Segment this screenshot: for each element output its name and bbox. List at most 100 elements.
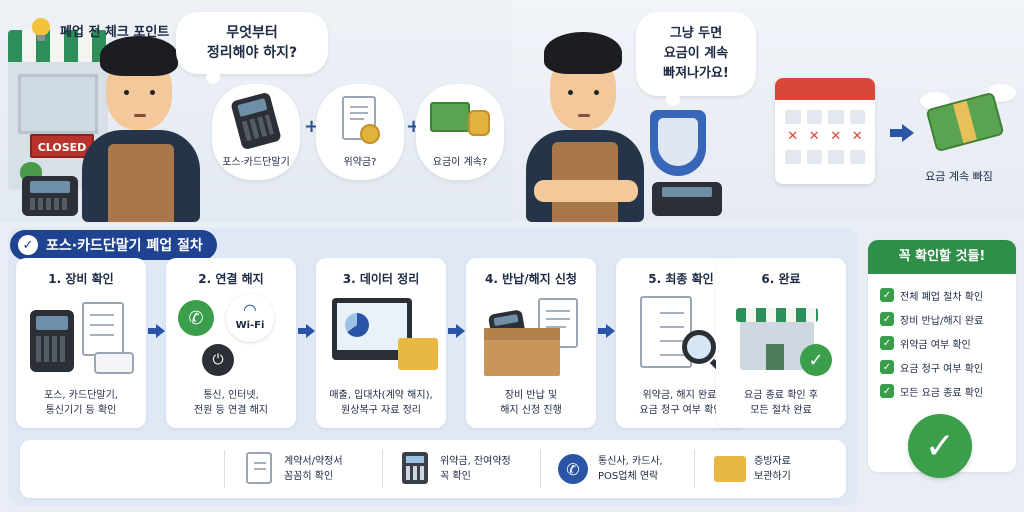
divider bbox=[540, 450, 541, 488]
arrow-right-icon bbox=[890, 124, 914, 142]
calendar-x-mark: ✕ bbox=[851, 129, 863, 144]
folder-icon bbox=[714, 452, 746, 486]
crossed-arms bbox=[534, 180, 638, 202]
store-window bbox=[18, 74, 98, 134]
calendar-icon: ✕ ✕ ✕ ✕ bbox=[775, 78, 875, 184]
divider bbox=[224, 450, 225, 488]
checklist-icon bbox=[82, 302, 124, 356]
item-card-fee: 요금이 계속? bbox=[416, 84, 504, 180]
thought-line-1: 무엇부터 bbox=[226, 25, 278, 41]
must-check-title: 꼭 확인할 것들! bbox=[868, 240, 1016, 274]
card-terminal-icon bbox=[652, 182, 722, 216]
step-title: 5. 최종 확인 bbox=[648, 272, 714, 286]
calendar-x-mark: ✕ bbox=[787, 129, 799, 144]
must-check-list: ✓전체 폐업 절차 확인 ✓장비 반납/해지 완료 ✓위약금 여부 확인 ✓요금… bbox=[880, 284, 1014, 404]
arrow-right-icon bbox=[298, 324, 315, 338]
arrow-right-icon bbox=[598, 324, 615, 338]
store-awning bbox=[8, 30, 108, 62]
calculator-icon bbox=[400, 452, 430, 486]
worried-owner-illustration bbox=[82, 34, 202, 222]
scene-worried-owner: CLOSED 무엇부터 정리해야 하지? 포스·카드단말기 + 위약금? bbox=[0, 0, 512, 222]
coin-stack-icon bbox=[468, 110, 490, 136]
arrow-right-icon bbox=[448, 324, 465, 338]
item-card-penalty: 위약금? bbox=[316, 84, 404, 180]
pos-terminal-icon bbox=[30, 310, 74, 372]
thought-bubble-warning: 그냥 두면 요금이 계속 빠져나가요! bbox=[636, 12, 756, 106]
step-title: 6. 완료 bbox=[761, 272, 801, 286]
step-title: 4. 반납/해지 신청 bbox=[485, 272, 577, 286]
step-card-disconnect: 2. 연결 해지 ✆ ◠ Wi-Fi ⏻ 통신, 인터넷, 전원 등 연결 해지 bbox=[166, 258, 296, 428]
checkbox-checked-icon: ✓ bbox=[880, 288, 894, 302]
step-desc: 포스, 카드단말기, 통신기기 등 확인 bbox=[44, 390, 118, 416]
frowning-owner-illustration bbox=[526, 30, 646, 222]
coin-icon bbox=[360, 124, 380, 144]
return-box-icon bbox=[484, 328, 560, 376]
document-icon bbox=[342, 96, 376, 140]
procedure-title-banner: ✓ 포스·카드단말기 폐업 절차 bbox=[10, 230, 217, 260]
fee-drain-caption: 요금 계속 빠짐 bbox=[925, 170, 993, 183]
item-label: 요금이 계속? bbox=[432, 157, 488, 168]
must-check-item: ✓장비 반납/해지 완료 bbox=[880, 308, 1014, 330]
magnifier-icon bbox=[682, 330, 716, 364]
step-title: 3. 데이터 정리 bbox=[342, 272, 420, 286]
thought-line-2: 정리해야 하지? bbox=[206, 45, 298, 61]
item-card-pos-terminal: 포스·카드단말기 bbox=[212, 84, 300, 180]
phone-icon: ✆ bbox=[558, 452, 588, 486]
procedure-title: 포스·카드단말기 폐업 절차 bbox=[46, 238, 203, 254]
must-check-item: ✓요금 청구 여부 확인 bbox=[880, 356, 1014, 378]
must-check-item: ✓위약금 여부 확인 bbox=[880, 332, 1014, 354]
step-card-data-cleanup: 3. 데이터 정리 매출, 입대차(계약 해지), 원상복구 자료 정리 bbox=[316, 258, 446, 428]
big-check-circle-icon: ✓ bbox=[908, 414, 972, 478]
plus-icon: + bbox=[304, 116, 320, 137]
card-terminal-icon bbox=[230, 91, 282, 151]
card-terminal-icon bbox=[22, 176, 78, 216]
storefront-icon bbox=[736, 308, 818, 370]
checkbox-checked-icon: ✓ bbox=[880, 336, 894, 350]
step-desc: 요금 종료 확인 후 모든 절차 완료 bbox=[744, 390, 818, 416]
step-desc: 위약금, 해지 완료, 요금 청구 여부 확인 bbox=[639, 390, 723, 416]
checkbox-checked-icon: ✓ bbox=[880, 360, 894, 374]
checkpoint-item-contact: ✆ 통신사, 카드사,POS업체 연락 bbox=[558, 452, 663, 486]
checkbox-checked-icon: ✓ bbox=[880, 312, 894, 326]
clipboard-checklist-icon bbox=[640, 296, 692, 368]
closed-sign: CLOSED bbox=[30, 134, 94, 158]
card-reader-icon bbox=[94, 352, 134, 374]
step-desc: 통신, 인터넷, 전원 등 연결 해지 bbox=[194, 390, 268, 416]
document-icon bbox=[244, 452, 274, 486]
calendar-x-mark: ✕ bbox=[830, 129, 842, 144]
thought-line-1: 그냥 두면 bbox=[669, 26, 723, 41]
thought-bubble-question: 무엇부터 정리해야 하지? bbox=[176, 12, 328, 84]
divider bbox=[694, 450, 695, 488]
step-title: 1. 장비 확인 bbox=[48, 272, 114, 286]
plug-icon: ⏻ bbox=[202, 344, 234, 376]
step-card-equipment-check: 1. 장비 확인 포스, 카드단말기, 통신기기 등 확인 bbox=[16, 258, 146, 428]
must-check-item: ✓모든 요금 종료 확인 bbox=[880, 380, 1014, 402]
checkbox-checked-icon: ✓ bbox=[880, 384, 894, 398]
step-card-return-cancel: 4. 반납/해지 신청 장비 반납 및 해지 신청 진행 bbox=[466, 258, 596, 428]
must-check-item: ✓전체 폐업 절차 확인 bbox=[880, 284, 1014, 306]
step-desc: 매출, 입대차(계약 해지), 원상복구 자료 정리 bbox=[329, 390, 433, 416]
check-circle-icon: ✓ bbox=[18, 235, 38, 255]
item-label: 위약금? bbox=[343, 157, 377, 168]
money-stack-icon bbox=[430, 102, 470, 132]
step-card-complete: 6. 완료 ✓ 요금 종료 확인 후 모든 절차 완료 bbox=[716, 258, 846, 428]
thought-line-2: 요금이 계속 bbox=[663, 46, 729, 61]
divider bbox=[382, 450, 383, 488]
lightbulb-icon bbox=[30, 18, 52, 42]
thought-line-3: 빠져나가요! bbox=[663, 66, 729, 81]
scene-fees-continue: 그냥 두면 요금이 계속 빠져나가요! bbox=[512, 0, 1024, 222]
check-circle-icon: ✓ bbox=[800, 344, 832, 376]
item-label: 포스·카드단말기 bbox=[222, 157, 290, 168]
calendar-x-mark: ✕ bbox=[808, 129, 820, 144]
shield-icon bbox=[650, 110, 706, 176]
folder-icon bbox=[398, 338, 438, 370]
arrow-right-icon bbox=[148, 324, 165, 338]
step-title: 2. 연결 해지 bbox=[198, 272, 264, 286]
closed-store-illustration: CLOSED bbox=[8, 30, 108, 192]
checkpoint-title: 폐업 전 체크 포인트 bbox=[60, 24, 170, 40]
phone-icon: ✆ bbox=[178, 300, 214, 336]
pie-chart-icon bbox=[345, 313, 369, 337]
